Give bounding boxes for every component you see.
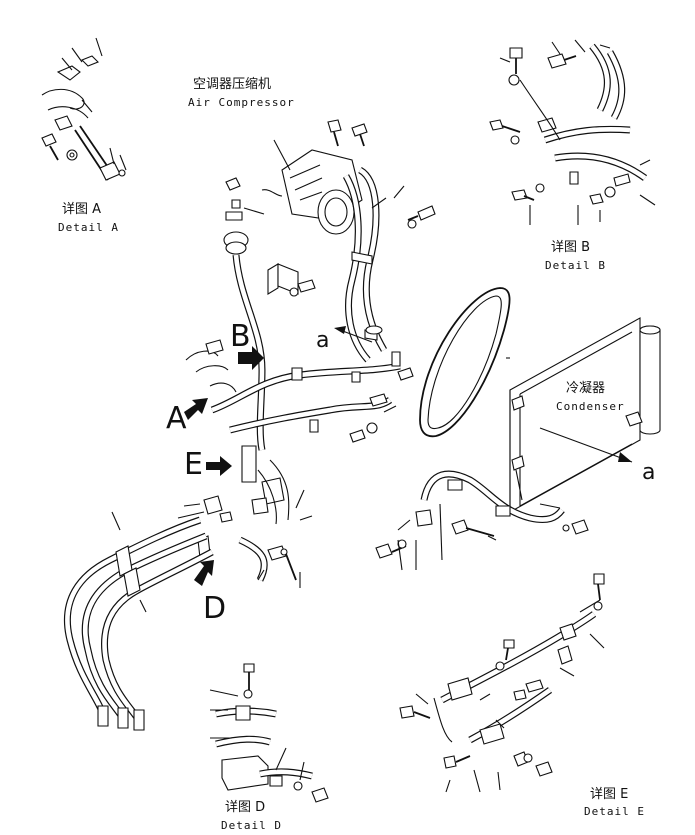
view-letter-d: D xyxy=(203,591,227,626)
detail-d-label-cn: 详图 D xyxy=(225,800,266,815)
detail-b-label-en: Detail B xyxy=(545,259,606,272)
detail-d-label-en: Detail D xyxy=(221,819,282,832)
condenser-label-en: Condenser xyxy=(556,400,625,413)
view-letter-a: A xyxy=(166,401,187,436)
compressor-label-en: Air Compressor xyxy=(188,96,295,109)
view-arrow-e xyxy=(206,456,232,476)
ref-mark-a-upper: a xyxy=(316,328,330,353)
ref-mark-a-lower: a xyxy=(642,460,656,485)
detail-b-label-cn: 详图 B xyxy=(551,240,591,255)
main-assembly xyxy=(63,119,661,731)
detail-e-label-en: Detail E xyxy=(584,805,645,818)
detail-a-label-en: Detail A xyxy=(58,221,119,234)
view-letter-b: B xyxy=(230,319,251,354)
view-arrow-b xyxy=(238,346,264,370)
compressor-label-cn: 空调器压缩机 xyxy=(193,77,272,92)
detail-b-drawing xyxy=(489,39,656,225)
view-arrow-a xyxy=(184,398,208,420)
view-arrow-d xyxy=(194,560,214,586)
view-letter-e: E xyxy=(184,447,203,482)
condenser-label-cn: 冷凝器 xyxy=(566,381,606,396)
detail-d-drawing xyxy=(209,663,329,803)
detail-a-drawing xyxy=(41,37,127,181)
detail-a-label-cn: 详图 A xyxy=(62,202,102,217)
detail-e-label-cn: 详图 E xyxy=(590,787,629,802)
detail-e-drawing xyxy=(399,573,605,793)
